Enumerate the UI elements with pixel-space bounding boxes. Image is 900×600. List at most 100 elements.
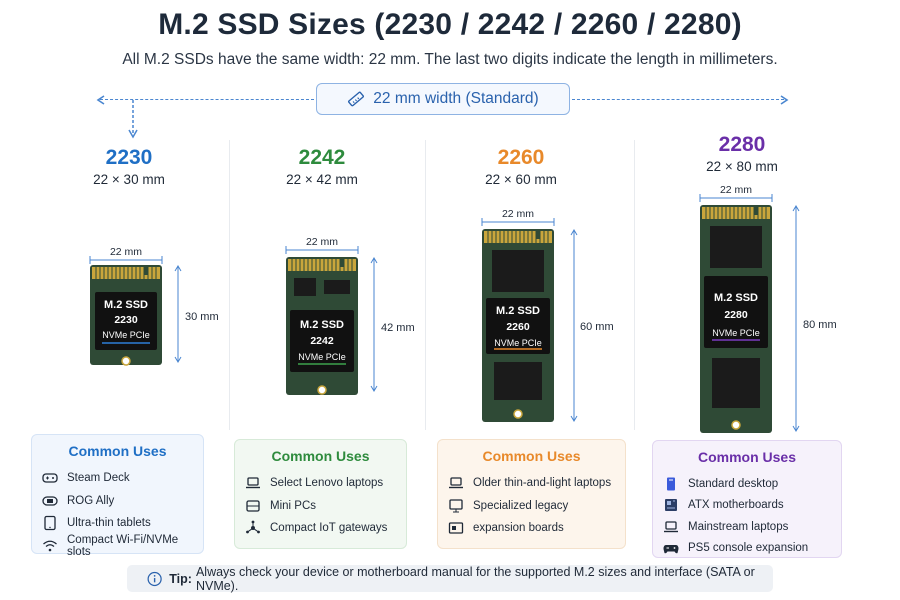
ssd-2230-drawing: 22 mm M.2 SSD 2230 NVMe PCIe 30 mm bbox=[89, 246, 219, 366]
ssd-2280-chip-line2: 2280 bbox=[724, 309, 748, 321]
page-title: M.2 SSD Sizes (2230 / 2242 / 2260 / 2280… bbox=[158, 8, 742, 41]
mini-pc-icon bbox=[246, 500, 260, 512]
controller-icon bbox=[663, 545, 679, 554]
ssd-2280-length-label: 80 mm bbox=[803, 319, 837, 331]
list-item: Compact IoT gateways bbox=[245, 517, 396, 540]
laptop-icon bbox=[664, 521, 678, 532]
uses-card-2280-title: Common Uses bbox=[697, 449, 797, 465]
ssd-2260-chip-line3: NVMe PCIe bbox=[494, 338, 542, 348]
uses-card-2242-title: Common Uses bbox=[271, 448, 370, 464]
ssd-2242-chip-line1: M.2 SSD bbox=[300, 319, 344, 331]
list-item: Ultra-thin tablets bbox=[42, 512, 193, 535]
board-icon bbox=[448, 522, 464, 534]
ssd-2242-length-label: 42 mm bbox=[381, 322, 415, 334]
list-item: ATX motherboards bbox=[663, 495, 831, 517]
size-2242-dims: 22 × 42 mm bbox=[286, 172, 358, 187]
ssd-2230-chip-line1: M.2 SSD bbox=[104, 299, 148, 311]
ssd-2260-width-label: 22 mm bbox=[502, 208, 534, 220]
width-dashed-line-right bbox=[572, 99, 784, 100]
column-divider bbox=[634, 140, 635, 430]
ssd-2242-length-dimension: 42 mm bbox=[370, 257, 415, 392]
use-label: Compact IoT gateways bbox=[270, 522, 388, 535]
list-item: Specialized legacy bbox=[448, 495, 615, 518]
handheld-icon bbox=[42, 496, 58, 506]
use-label: PS5 console expansion bbox=[688, 542, 809, 555]
use-label: Steam Deck bbox=[67, 472, 130, 485]
uses-card-2260: Common Uses Older thin-and-light laptops… bbox=[437, 439, 626, 549]
ssd-2280-chip-line3: NVMe PCIe bbox=[712, 328, 760, 338]
desktop-tower-icon bbox=[667, 477, 675, 491]
page-subtitle: All M.2 SSDs have the same width: 22 mm.… bbox=[122, 51, 778, 68]
ssd-2260-chip-line2: 2260 bbox=[506, 321, 530, 333]
list-item: ROG Ally bbox=[42, 490, 193, 513]
use-label: Compact Wi-Fi/NVMe slots bbox=[67, 533, 179, 558]
use-label: Select Lenovo laptops bbox=[270, 477, 384, 490]
width-line-right-arrowhead bbox=[780, 95, 789, 105]
uses-card-2260-title: Common Uses bbox=[482, 448, 581, 464]
ssd-2280-drawing: 22 mm M.2 SSD 2280 NVMe PCIe 80 mm bbox=[699, 184, 837, 433]
ssd-2242-chip-line3: NVMe PCIe bbox=[298, 352, 346, 362]
ssd-2280-chip bbox=[704, 276, 768, 348]
down-arrow-icon bbox=[128, 100, 138, 139]
ssd-2230-width-label: 22 mm bbox=[110, 246, 142, 258]
ssd-2230-length-dimension: 30 mm bbox=[174, 265, 219, 363]
wifi-icon bbox=[43, 540, 57, 552]
ssd-2242-width-dimension: 22 mm bbox=[285, 236, 359, 254]
laptop-icon bbox=[246, 477, 260, 489]
size-2230-code: 2230 bbox=[105, 146, 153, 169]
motherboard-icon bbox=[665, 499, 677, 512]
tip-bar: Tip: Always check your device or motherb… bbox=[127, 564, 773, 593]
use-label: Older thin-and-light laptops bbox=[473, 477, 612, 490]
tip-text: Always check your device or motherboard … bbox=[195, 564, 755, 593]
list-item: PS5 console expansion bbox=[663, 538, 831, 560]
ssd-2230-width-dimension: 22 mm bbox=[89, 246, 163, 264]
list-item: Older thin-and-light laptops bbox=[448, 472, 615, 495]
uses-card-2280: Common Uses Standard desktop ATX motherb… bbox=[652, 440, 842, 558]
size-2242-code: 2242 bbox=[298, 146, 346, 169]
ssd-2260-width-dimension: 22 mm bbox=[481, 208, 555, 226]
ssd-2230-length-label: 30 mm bbox=[185, 311, 219, 323]
ssd-2260-chip-line1: M.2 SSD bbox=[496, 305, 540, 317]
gamepad-icon bbox=[42, 473, 58, 483]
ssd-2280-chip-line1: M.2 SSD bbox=[714, 292, 758, 304]
size-2280-code: 2280 bbox=[718, 133, 766, 156]
size-2260-code: 2260 bbox=[497, 146, 545, 169]
ssd-2280-width-label: 22 mm bbox=[720, 184, 752, 196]
uses-card-2230-title: Common Uses bbox=[68, 443, 167, 459]
network-icon bbox=[246, 520, 260, 534]
ruler-icon bbox=[348, 91, 365, 107]
column-divider bbox=[229, 140, 230, 430]
info-icon bbox=[147, 571, 162, 586]
list-item: Mainstream laptops bbox=[663, 516, 831, 538]
uses-card-2242: Common Uses Select Lenovo laptops Mini P… bbox=[234, 439, 407, 549]
width-dashed-line-left bbox=[100, 99, 314, 100]
use-label: Ultra-thin tablets bbox=[67, 517, 151, 530]
uses-card-2230: Common Uses Steam Deck ROG Ally Ultra-th… bbox=[31, 434, 204, 558]
list-item: expansion boards bbox=[448, 517, 615, 540]
tablet-icon bbox=[44, 516, 56, 531]
ssd-2260-length-dimension: 60 mm bbox=[570, 229, 614, 422]
ssd-2242-chip bbox=[290, 310, 354, 372]
use-label: Specialized legacy bbox=[473, 499, 569, 512]
use-label: ROG Ally bbox=[67, 494, 115, 507]
list-item: Standard desktop bbox=[663, 473, 831, 495]
width-line-left-arrowhead bbox=[96, 95, 105, 105]
laptop-icon bbox=[449, 477, 463, 489]
ssd-2242-chip-line2: 2242 bbox=[310, 335, 334, 347]
tip-label: Tip: bbox=[169, 571, 192, 586]
ssd-2242-drawing: 22 mm M.2 SSD 2242 NVMe PCIe 42 mm bbox=[285, 236, 415, 395]
ssd-2260-length-label: 60 mm bbox=[580, 321, 614, 333]
use-label: Mini PCs bbox=[270, 499, 317, 512]
size-2230-dims: 22 × 30 mm bbox=[93, 172, 165, 187]
list-item: Select Lenovo laptops bbox=[245, 472, 396, 495]
use-label: expansion boards bbox=[473, 522, 564, 535]
width-standard-badge: 22 mm width (Standard) bbox=[316, 83, 570, 115]
width-badge-label: 22 mm width (Standard) bbox=[373, 90, 539, 107]
ssd-2230-chip-line2: 2230 bbox=[114, 314, 138, 326]
column-divider bbox=[425, 140, 426, 430]
ssd-2230-chip-line3: NVMe PCIe bbox=[102, 330, 150, 340]
ssd-2280-length-dimension: 80 mm bbox=[792, 205, 837, 432]
list-item: Mini PCs bbox=[245, 495, 396, 518]
use-label: Standard desktop bbox=[688, 477, 779, 490]
ssd-2260-drawing: 22 mm M.2 SSD 2260 NVMe PCIe 60 mm bbox=[481, 208, 614, 422]
